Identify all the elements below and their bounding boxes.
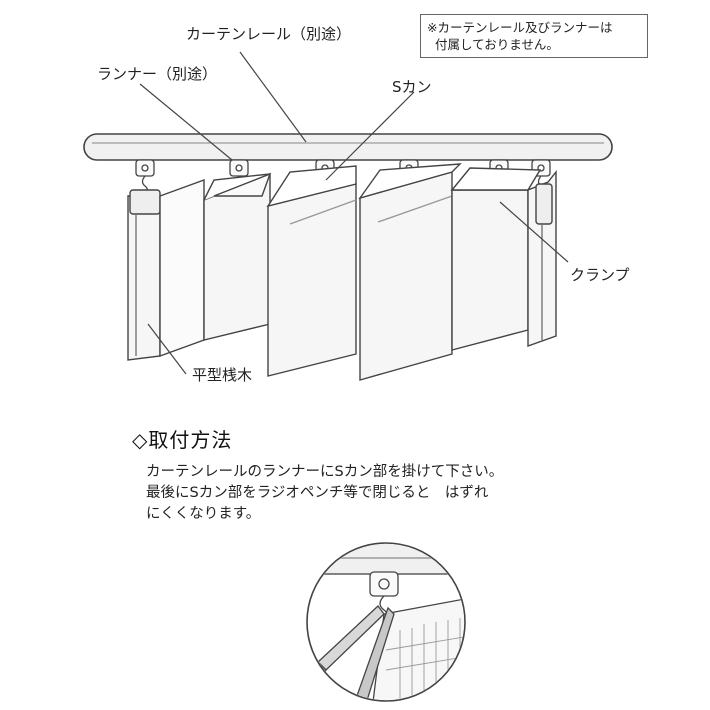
- blind-panels: [127, 163, 557, 381]
- notice-line-1: ※カーテンレール及びランナーは: [427, 20, 613, 35]
- end-panel-left: [127, 179, 205, 361]
- end-panel-right: [527, 170, 557, 347]
- notice-line-2: 付属しておりません。: [435, 37, 559, 52]
- instruction-line-1: カーテンレールのランナーにSカン部を掛けて下さい。: [146, 464, 504, 480]
- rail-label: カーテンレール（別途）: [186, 25, 351, 43]
- detail-circle: [306, 542, 466, 702]
- clamp-label: クランプ: [570, 266, 630, 284]
- panel: [266, 165, 357, 377]
- section-title: ◇取付方法: [132, 428, 233, 452]
- curtain-rail: [83, 133, 613, 161]
- panel: [358, 163, 462, 381]
- runner-label: ランナー（別途）: [97, 65, 217, 83]
- runner: [135, 159, 155, 197]
- notice-box: ※カーテンレール及びランナーは 付属しておりません。: [420, 14, 648, 58]
- instruction-line-3: にくくなります。: [146, 506, 261, 522]
- instruction-line-2: 最後にSカン部をラジオペンチ等で閉じると はずれ: [146, 485, 489, 501]
- s-hook-label: Sカン: [392, 78, 432, 96]
- leader-lines: [139, 51, 569, 375]
- runner: [229, 159, 249, 197]
- panel: [450, 167, 542, 351]
- flat-bar-label: 平型桟木: [192, 366, 252, 384]
- instructions-text: カーテンレールのランナーにSカン部を掛けて下さい。 最後にSカン部をラジオペンチ…: [146, 462, 503, 525]
- panel: [203, 172, 272, 341]
